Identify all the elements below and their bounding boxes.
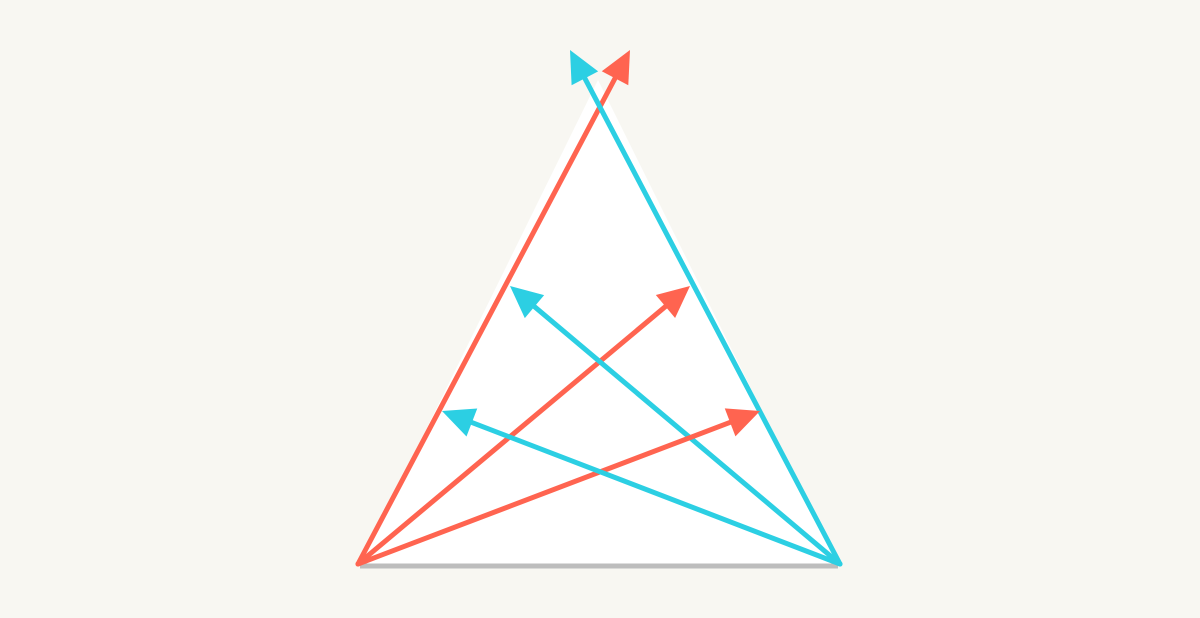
cyan-arrow-right-to-apex-shaft <box>580 72 843 567</box>
red-arrow-left-to-right-lower <box>355 408 760 567</box>
red-arrow-left-to-apex-shaft <box>355 72 620 567</box>
triangle-shape <box>360 80 838 564</box>
cyan-arrow-right-to-left-lower-head <box>442 408 478 437</box>
red-arrow-left-to-right-upper <box>355 286 690 567</box>
red-arrow-left-to-right-upper-head <box>655 286 690 319</box>
cyan-arrow-right-to-left-upper-head <box>510 286 545 319</box>
red-arrow-left-to-apex <box>355 50 630 567</box>
red-arrow-left-to-right-lower-head <box>724 408 760 437</box>
cyan-arrow-right-to-left-lower-shaft <box>465 418 843 567</box>
red-arrow-left-to-right-lower-shaft <box>355 418 737 567</box>
arrow-group <box>355 50 843 567</box>
cyan-arrow-right-to-left-upper <box>510 286 843 567</box>
red-arrow-left-to-right-upper-shaft <box>355 301 672 567</box>
red-arrow-left-to-apex-head <box>601 50 630 86</box>
cyan-arrow-right-to-left-upper-shaft <box>528 301 843 567</box>
cyan-arrow-right-to-apex <box>570 50 843 567</box>
cyan-arrow-right-to-apex-head <box>570 50 599 86</box>
cyan-arrow-right-to-left-lower <box>442 408 843 567</box>
